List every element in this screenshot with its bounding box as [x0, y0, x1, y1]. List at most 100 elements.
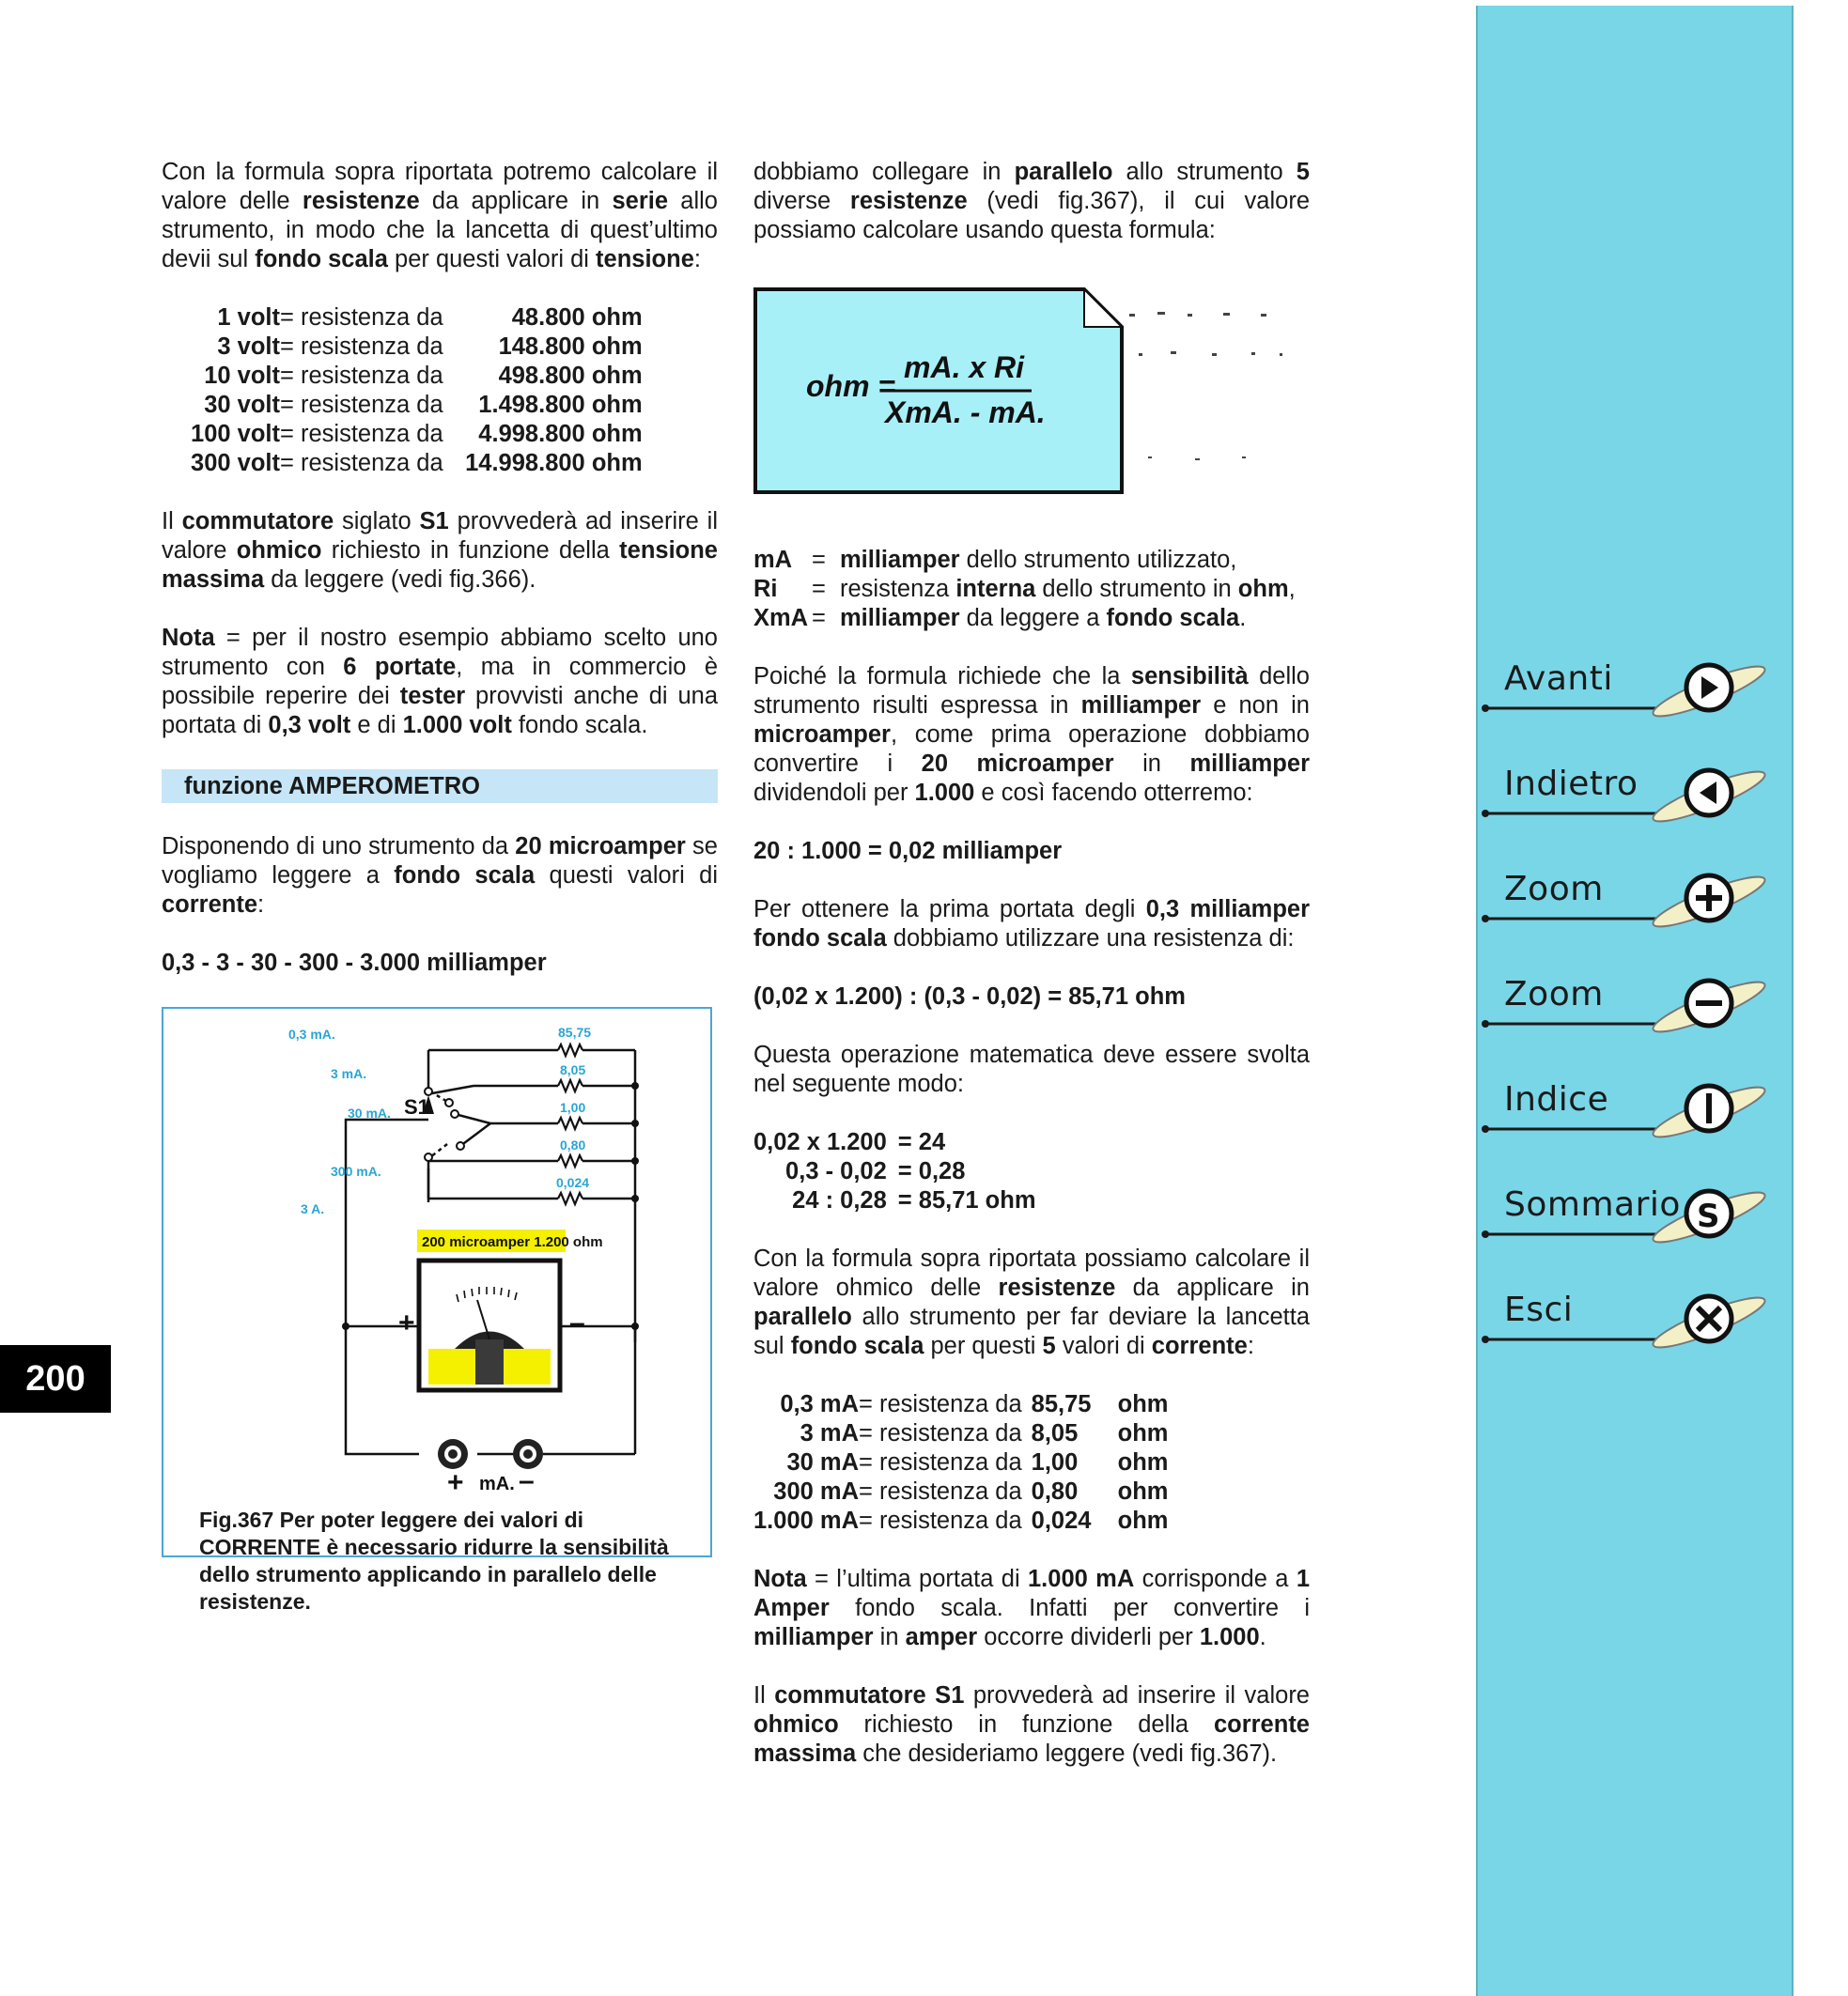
legend-row: XmA=milliamper da leggere a fondo scala.	[753, 604, 1310, 633]
voltage-value: 3 volt	[217, 333, 280, 360]
conversion-line: 20 : 1.000 = 0,02 milliamper	[753, 838, 1063, 864]
resistance-unit: ohm	[1117, 1391, 1169, 1417]
label-r1-range: 0,3 mA.	[288, 1027, 335, 1042]
section-title-amperometro: funzione AMPEROMETRO	[162, 769, 718, 803]
left-paragraph-3-note: Nota = per il nostro esempio abbiamo sce…	[162, 625, 719, 738]
formula-lhs: ohm =	[806, 369, 895, 403]
resistance-unit: ohm	[1117, 1420, 1169, 1447]
legend-description: resistenza interna dello strumento in oh…	[840, 576, 1296, 602]
voltage-value: 1 volt	[217, 304, 280, 331]
voltage-eq: = resistenza da	[280, 450, 443, 476]
meter-minus-label: –	[569, 1307, 585, 1338]
resistance-value: 14.998.800 ohm	[465, 450, 643, 476]
calculation-line: (0,02 x 1.200) : (0,3 - 0,02) = 85,71 oh…	[753, 983, 1186, 1010]
current-row: 1.000 mA = resistenza da 0,024 ohm	[753, 1507, 1168, 1536]
formula-denominator: XmA. - mA.	[883, 395, 1046, 429]
current-value: 1.000 mA	[753, 1508, 859, 1534]
step-expression: 0,02 x 1.200	[753, 1129, 887, 1155]
resistance-value: 0,024	[1031, 1508, 1092, 1534]
step-expression: 24 : 0,28	[792, 1187, 887, 1214]
legend-equals: =	[812, 605, 826, 631]
zoom-out-icon	[1482, 978, 1766, 1033]
resistance-value: 48.800 ohm	[511, 304, 643, 331]
voltage-eq: = resistenza da	[280, 304, 443, 331]
mid-paragraph-3: Per ottenere la prima portata degli 0,3 …	[753, 896, 1310, 952]
formula-box: ohm = mA. x Ri XmA. - mA.	[753, 287, 1310, 494]
left-paragraph-1: Con la formula sopra riportata potremo c…	[162, 159, 718, 272]
mid-paragraph-2: Poiché la formula richiede che la sensib…	[753, 663, 1310, 806]
resistance-value: 8,05	[1031, 1420, 1079, 1447]
legend-equals: =	[812, 547, 826, 573]
current-eq: = resistenza da	[859, 1420, 1022, 1447]
current-eq: = resistenza da	[859, 1391, 1022, 1417]
nav-label: Indice	[1504, 1080, 1609, 1119]
nav-button-avanti[interactable]: Avanti	[1478, 654, 1795, 719]
nav-button-esci[interactable]: Esci	[1478, 1285, 1795, 1351]
nav-button-indietro[interactable]: Indietro	[1478, 759, 1795, 825]
label-r3-value: 1,00	[560, 1100, 585, 1115]
svg-text:S: S	[1697, 1198, 1720, 1235]
voltage-value: 300 volt	[191, 450, 280, 476]
resistance-value: 1,00	[1031, 1449, 1079, 1476]
left-column: Con la formula sopra riportata potremo c…	[162, 158, 719, 1614]
label-r3-range: 30 mA.	[348, 1106, 391, 1121]
current-eq: = resistenza da	[859, 1508, 1022, 1534]
voltage-value: 100 volt	[191, 421, 280, 447]
legend-equals: =	[812, 576, 826, 602]
terminal-unit-label: mA.	[479, 1474, 515, 1494]
zoom-in-icon	[1482, 873, 1766, 928]
voltage-eq: = resistenza da	[280, 333, 443, 360]
legend-symbol: Ri	[753, 576, 778, 602]
current-value: 3 mA	[800, 1420, 859, 1447]
label-r5-value: 0,024	[556, 1175, 589, 1190]
step-result: = 0,28	[897, 1158, 966, 1184]
legend-description: milliamper dello strumento utilizzato,	[840, 547, 1237, 573]
current-value: 0,3 mA	[780, 1391, 859, 1417]
mid-paragraph-1: dobbiamo collegare in parallelo allo str…	[753, 159, 1310, 243]
nav-label: Zoom	[1504, 975, 1604, 1013]
step-result: = 24	[897, 1129, 946, 1155]
left-paragraph-2: Il commutatore siglato S1 provvederà ad …	[162, 508, 718, 593]
index-icon	[1482, 1083, 1766, 1138]
voltage-row: 1 volt = resistenza da 48.800 ohm	[162, 303, 643, 333]
formula-numerator: mA. x Ri	[904, 350, 1025, 384]
play-right-icon	[1482, 662, 1766, 718]
mid-paragraph-5: Con la formula sopra riportata possiamo …	[753, 1246, 1310, 1359]
middle-column: dobbiamo collegare in parallelo allo str…	[753, 158, 1310, 1798]
close-icon	[1482, 1293, 1766, 1349]
voltage-resistance-table: 1 volt = resistenza da 48.800 ohm 3 volt =…	[162, 303, 643, 478]
terminal-plus-label: +	[447, 1467, 464, 1498]
current-row: 3 mA = resistenza da 8,05 ohm	[753, 1419, 1169, 1448]
step-result: = 85,71 ohm	[897, 1187, 1036, 1214]
calculation-step: 24 : 0,28 = 85,71 ohm	[753, 1186, 1036, 1215]
nav-label: Avanti	[1504, 659, 1613, 698]
figure-367: 0,3 mA. 85,75 3 mA. 8,05 30 mA. 1,00 300…	[162, 1007, 712, 1614]
legend-symbol: XmA	[753, 605, 809, 631]
formula-panel: ohm = mA. x Ri XmA. - mA.	[753, 287, 1282, 494]
play-left-icon	[1482, 767, 1766, 823]
voltage-row: 300 volt = resistenza da 14.998.800 ohm	[162, 449, 643, 478]
label-r2-range: 3 mA.	[331, 1066, 366, 1081]
resistance-value: 498.800 ohm	[498, 363, 643, 389]
current-eq: = resistenza da	[859, 1449, 1022, 1476]
terminal-minus-label: –	[519, 1465, 535, 1496]
label-r1-value: 85,75	[558, 1025, 591, 1040]
meter-plus-label: +	[398, 1307, 415, 1338]
nav-button-indice[interactable]: Indice	[1478, 1075, 1795, 1140]
step-expression: 0,3 - 0,02	[785, 1158, 887, 1184]
circuit-diagram: 0,3 mA. 85,75 3 mA. 8,05 30 mA. 1,00 300…	[288, 1025, 639, 1498]
nav-button-zoom-in[interactable]: Zoom	[1478, 864, 1795, 930]
resistance-unit: ohm	[1117, 1508, 1169, 1534]
mid-paragraph-4: Questa operazione matematica deve essere…	[753, 1042, 1310, 1097]
switch-label: S1	[404, 1095, 429, 1119]
nav-button-zoom-out[interactable]: Zoom	[1478, 969, 1795, 1035]
resistance-value: 0,80	[1031, 1478, 1079, 1505]
legend-row: mA=milliamper dello strumento utilizzato…	[753, 546, 1310, 575]
voltage-eq: = resistenza da	[280, 421, 443, 447]
label-r2-value: 8,05	[560, 1062, 585, 1077]
